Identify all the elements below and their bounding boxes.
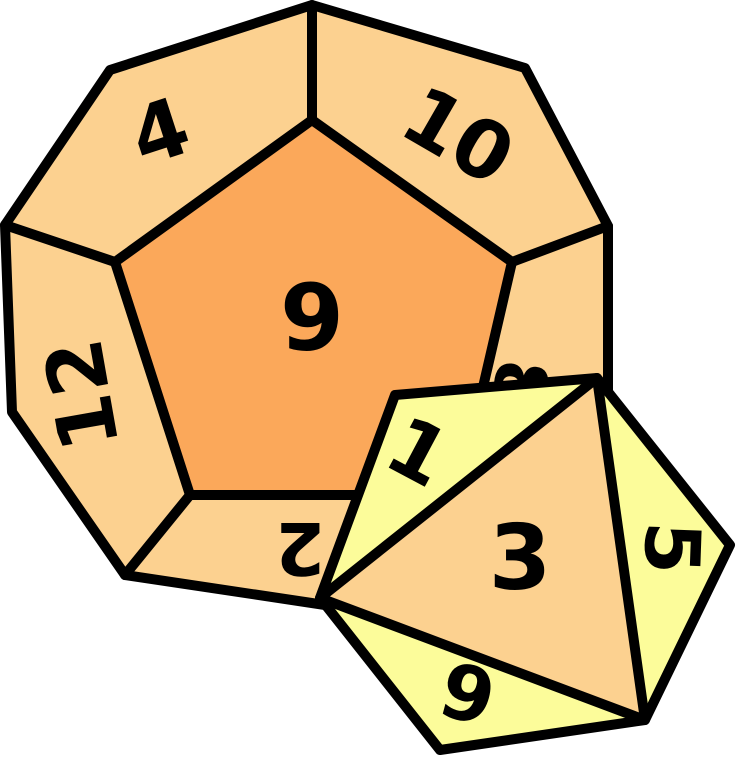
d8-center-face [315,373,650,725]
d8-face-center-label: 3 [489,506,552,611]
d12-face-left-label: 12 [27,332,138,458]
d12-face-bottom-label: 2 [275,506,325,590]
d12-edges [0,0,613,580]
d12-face-center-label: 9 [280,265,344,372]
d8-die: 3 1 5 6 [315,373,735,755]
d8-face-right-label: 5 [627,520,718,576]
